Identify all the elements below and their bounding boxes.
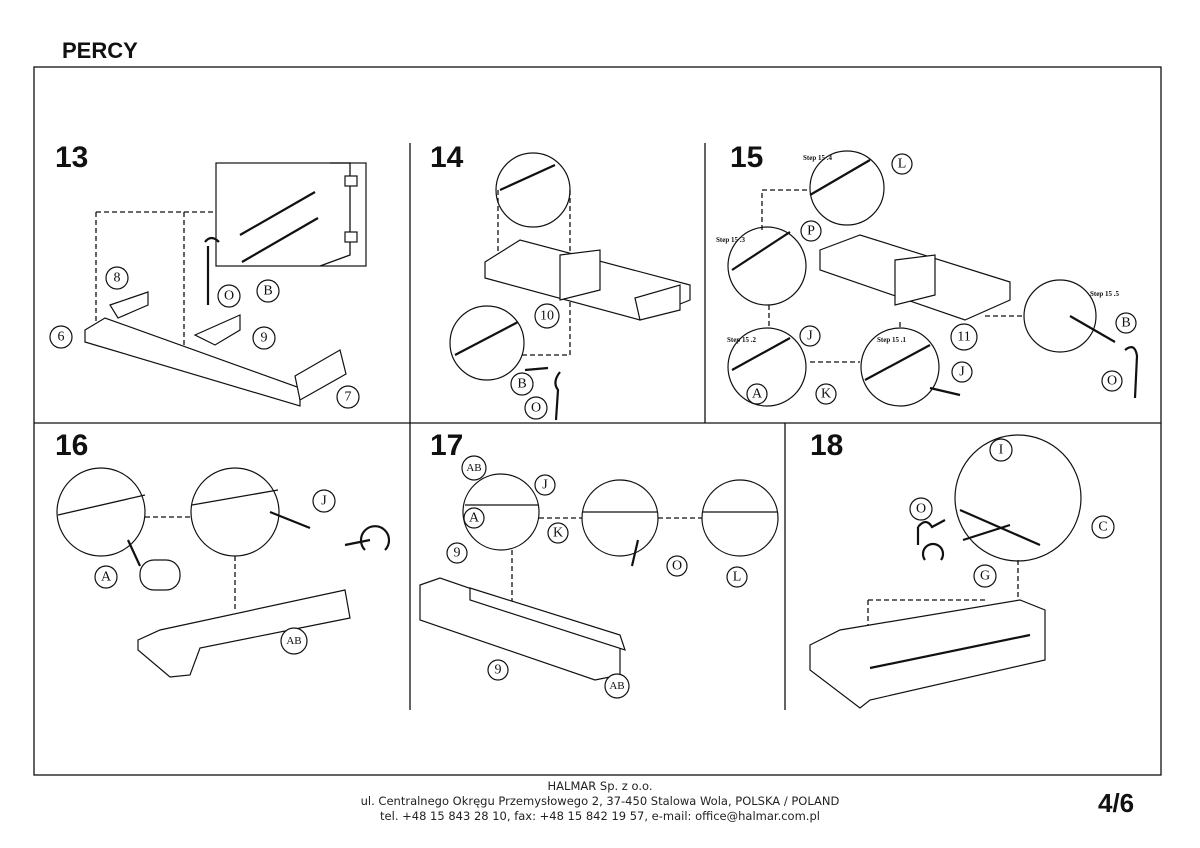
part-label: 9 (454, 546, 461, 561)
part-label: A (101, 570, 112, 585)
part-label: J (959, 365, 965, 380)
substep-caption: Step 15 .3 (716, 236, 745, 244)
detail-magnifier (809, 150, 885, 226)
dowel-icon (239, 191, 316, 236)
substep-caption: Step 15 .1 (877, 336, 906, 344)
step-number: 17 (430, 429, 463, 462)
part-label: A (469, 511, 480, 526)
part-label: 7 (345, 390, 352, 405)
detail-magnifier (462, 473, 540, 551)
detail-inset (215, 162, 367, 267)
detail-magnifier (1023, 279, 1097, 353)
company-footer: HALMAR Sp. z o.o. ul. Centralnego Okręgu… (300, 779, 900, 824)
part-label: J (807, 329, 813, 344)
detail-magnifier (581, 479, 659, 557)
part-label: G (980, 569, 990, 584)
step-number: 14 (430, 141, 464, 174)
part-label: L (898, 157, 907, 172)
detail-magnifier (701, 479, 779, 557)
company-contact: tel. +48 15 843 28 10, fax: +48 15 842 1… (380, 809, 820, 823)
allen-key-icon (916, 519, 946, 545)
part-label: O (1107, 374, 1117, 389)
detail-magnifier (727, 226, 807, 306)
detail-magnifier (190, 467, 280, 557)
part-label: K (553, 526, 563, 541)
step-13: 13 8 6 9 7 O B (49, 141, 367, 409)
page-frame (33, 66, 1162, 776)
allen-key-icon (1124, 346, 1139, 399)
part-label: P (807, 224, 815, 239)
detail-magnifier (954, 434, 1082, 562)
screwdriver-icon (921, 542, 945, 561)
detail-magnifier (495, 152, 571, 228)
detail-magnifier (449, 305, 525, 381)
part-label: AB (466, 462, 481, 474)
allen-key-icon (204, 236, 220, 305)
substep-caption: Step 15 .2 (727, 336, 756, 344)
part-label: O (224, 289, 234, 304)
part-label: AB (609, 680, 624, 692)
document-title: PERCY (62, 38, 138, 63)
step-number: 18 (810, 429, 843, 462)
part-label: B (517, 377, 526, 392)
cam-lock-icon (139, 559, 181, 591)
part-label: 11 (957, 330, 970, 345)
step-17: 17 AB J A 9 K O L 9 AB (419, 429, 779, 699)
detail-magnifier (860, 327, 940, 407)
u-frame (137, 589, 351, 678)
part-label: B (1121, 316, 1130, 331)
frame-assembly (809, 599, 1046, 709)
part-label: A (752, 387, 763, 402)
part-label: O (531, 401, 541, 416)
part-label: B (263, 284, 272, 299)
part-label: AB (286, 635, 301, 647)
step-15: 15 Step 15 .4 Step 15 .3 Step 15 .2 Step… (716, 141, 1139, 407)
detail-magnifier (56, 467, 146, 557)
part-label: L (733, 570, 742, 585)
step-16: 16 A J AB (55, 429, 391, 678)
part-label: 9 (495, 663, 502, 678)
part-label: I (999, 443, 1004, 458)
step-18: 18 I O C G (809, 429, 1115, 709)
page-number: 4/6 (1098, 788, 1135, 818)
part-label: O (916, 502, 926, 517)
step-number: 15 (730, 141, 763, 174)
company-address: ul. Centralnego Okręgu Przemysłowego 2, … (360, 794, 840, 808)
step-number: 13 (55, 141, 88, 174)
part-label: C (1098, 520, 1107, 535)
substep-caption: Step 15 .5 (1090, 290, 1119, 298)
company-name: HALMAR Sp. z o.o. (547, 779, 653, 793)
screwdriver-icon (344, 525, 391, 551)
part-label: J (542, 478, 548, 493)
step-number: 16 (55, 429, 88, 462)
part-label: 6 (58, 330, 65, 345)
part-label: J (321, 494, 327, 509)
part-label: 8 (114, 271, 121, 286)
part-label: 10 (540, 309, 554, 324)
substep-caption: Step 15 .4 (803, 154, 832, 162)
allen-key-icon (554, 371, 561, 421)
part-label: O (672, 559, 682, 574)
part-label: K (821, 387, 831, 402)
step-14: 14 10 B O (430, 141, 691, 421)
dowel-icon (241, 217, 319, 263)
detail-magnifier (727, 327, 807, 407)
part-label: 9 (261, 331, 268, 346)
